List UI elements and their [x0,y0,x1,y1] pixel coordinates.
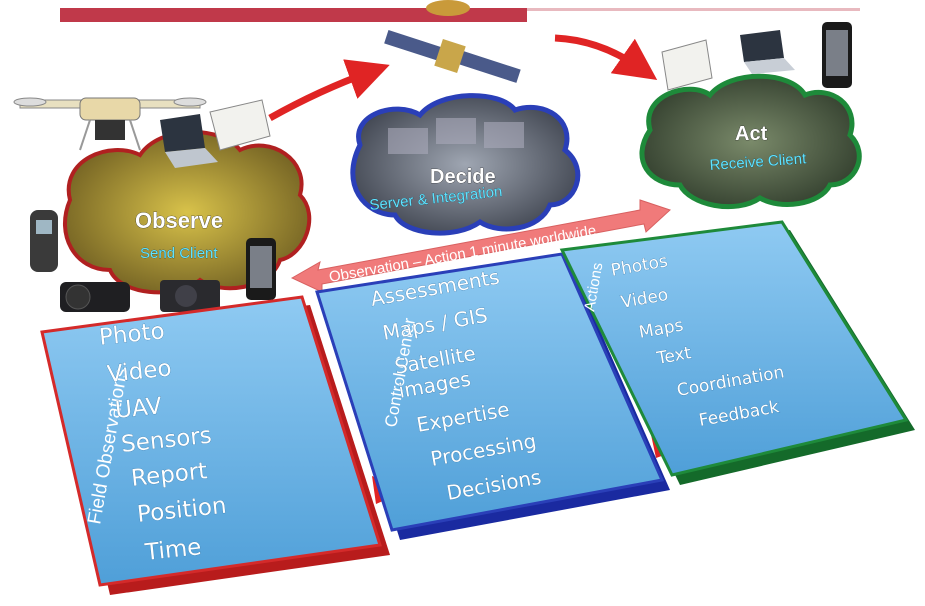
panel-field-observations: Field Observations PhotoVideoUAVSensorsR… [40,295,390,595]
smartphone-icon [822,22,852,88]
arrow-observe-to-decide [268,59,390,122]
weather-meter-icon [30,210,58,272]
camera-icon [60,280,220,312]
field-item: Time [143,534,203,566]
observe-title: Observe [135,208,223,233]
decide-title: Decide [430,166,496,188]
field-item: UAV [114,393,164,424]
act-cloud: Act Receive Client [639,73,862,210]
book-icon [209,99,271,151]
top-bar-accent [60,8,527,22]
laptop-icon [160,114,218,168]
arrow-decide-to-act [554,34,658,81]
act-title: Act [735,123,768,145]
smartphone-icon [246,238,276,300]
laptop-icon [740,30,795,74]
satellite-icon [384,0,521,83]
panel-actions: Actions PhotosVideoMapsTextCoordinationF… [559,220,915,485]
drone-icon [13,97,207,151]
observe-subtitle: Send Client [140,245,218,262]
decide-cloud: Decide Server & Integration [350,93,581,236]
book-icon [661,39,713,91]
